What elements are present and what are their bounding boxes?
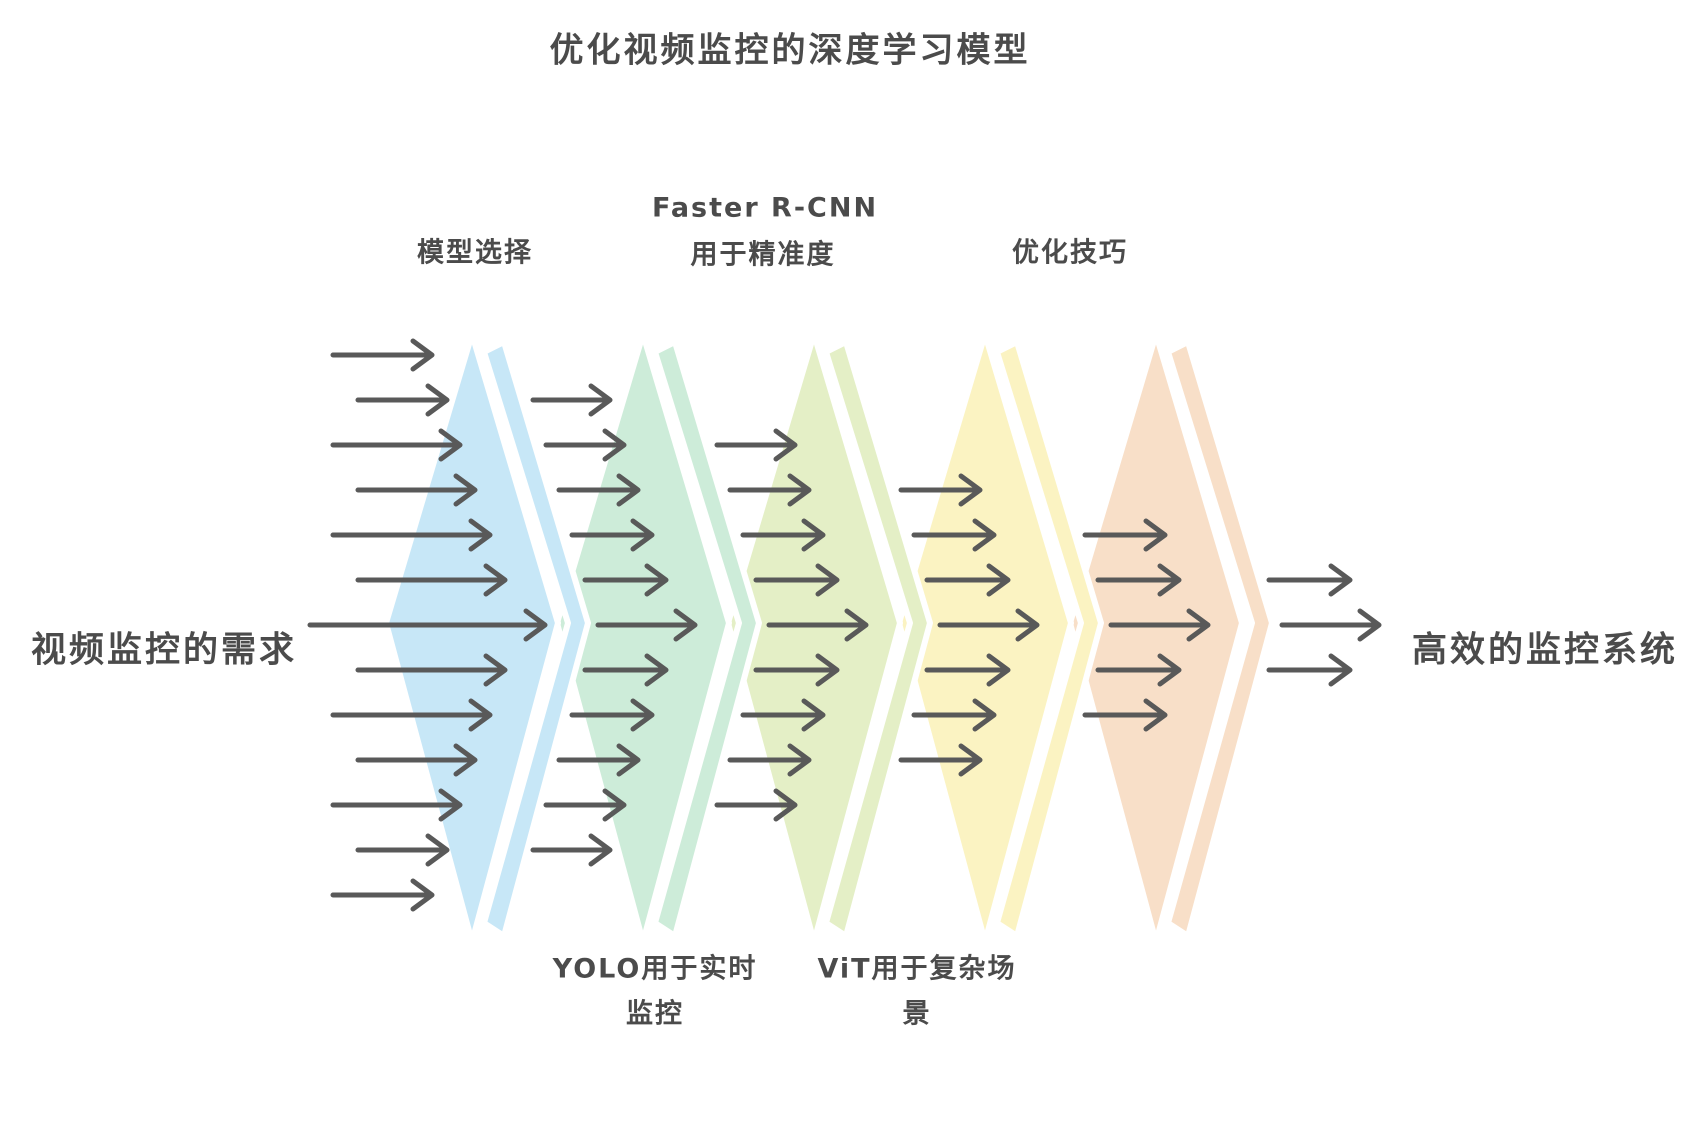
flow-arrow <box>727 473 812 507</box>
input-label: 视频监控的需求 <box>30 630 298 671</box>
arrow-column-3 <box>898 473 1040 777</box>
flow-arrow <box>330 878 435 912</box>
output-label: 高效的监控系统 <box>1411 630 1679 671</box>
diagram-title: 优化视频监控的深度学习模型 <box>549 30 1031 71</box>
flow-arrow <box>355 653 508 687</box>
diamond-body <box>1067 331 1245 945</box>
flow-arrow <box>740 698 826 732</box>
flow-arrow <box>1095 563 1182 597</box>
stage-diamond-1 <box>383 331 591 945</box>
diamond-edge-sliver <box>994 339 1104 939</box>
diamond-body <box>725 331 903 945</box>
flow-arrow <box>530 383 613 417</box>
flow-arrow <box>1082 698 1168 732</box>
arrow-column-2 <box>714 428 869 822</box>
flow-arrow <box>530 833 613 867</box>
flow-arrow <box>740 518 826 552</box>
flow-arrow <box>330 338 435 372</box>
diamond-edge-sliver <box>481 339 591 939</box>
arrow-column-4 <box>1082 518 1211 732</box>
flow-arrow <box>355 743 478 777</box>
annotation-model-selection: 模型选择 <box>417 237 533 269</box>
flow-arrow <box>911 698 997 732</box>
annotation-yolo-line1: YOLO用于实时 <box>552 953 758 985</box>
flow-arrow <box>569 518 655 552</box>
flow-arrow <box>753 653 840 687</box>
arrow-column-1 <box>530 383 698 867</box>
stage-diamond-2 <box>554 331 762 945</box>
flow-arrow <box>330 518 493 552</box>
flow-arrow <box>582 653 669 687</box>
flow-arrow <box>1279 608 1382 642</box>
flow-arrow <box>330 698 493 732</box>
flow-arrow <box>911 518 997 552</box>
stage-diamond-3 <box>725 331 933 945</box>
flow-arrow <box>355 473 478 507</box>
diamond-edge-sliver <box>823 339 933 939</box>
flow-arrow <box>355 563 508 597</box>
diamond-edge-sliver <box>1165 339 1275 939</box>
stage-diamond-4 <box>896 331 1104 945</box>
flow-arrow <box>355 833 450 867</box>
flow-arrow <box>898 473 983 507</box>
diamond-body <box>896 331 1074 945</box>
flow-arrow <box>898 743 983 777</box>
flow-arrow <box>556 473 641 507</box>
flow-arrow <box>1266 653 1353 687</box>
flow-arrow <box>753 563 840 597</box>
flow-arrow <box>307 608 548 642</box>
flow-arrow <box>766 608 869 642</box>
flow-arrow <box>924 653 1011 687</box>
annotation-optimization-tricks: 优化技巧 <box>1012 237 1128 269</box>
flow-arrow <box>1266 563 1353 597</box>
flow-arrow <box>556 743 641 777</box>
flow-arrow <box>937 608 1040 642</box>
annotation-vit-line1: ViT用于复杂场 <box>817 953 1017 985</box>
diamond-edge-sliver <box>652 339 762 939</box>
flow-arrow <box>1082 518 1168 552</box>
annotation-vit-line2: 景 <box>902 998 932 1030</box>
flow-arrow <box>543 428 627 462</box>
flow-arrow <box>330 428 463 462</box>
annotation-yolo-line2: 监控 <box>626 998 684 1030</box>
flow-arrow <box>582 563 669 597</box>
flow-arrow <box>1095 653 1182 687</box>
flow-arrow <box>543 788 627 822</box>
flow-arrow <box>355 383 450 417</box>
stage-diamond-5 <box>1067 331 1275 945</box>
flow-arrow <box>569 698 655 732</box>
flow-arrow <box>714 788 798 822</box>
flow-arrow <box>330 788 463 822</box>
flow-arrow <box>595 608 698 642</box>
annotation-faster-rcnn-line1: Faster R-CNN <box>651 192 879 224</box>
diamond-body <box>554 331 732 945</box>
flow-arrow <box>1108 608 1211 642</box>
flow-arrow <box>924 563 1011 597</box>
flow-arrow <box>714 428 798 462</box>
annotation-faster-rcnn-line2: 用于精准度 <box>690 239 836 271</box>
arrow-column-input <box>307 338 548 912</box>
flow-arrow <box>727 743 812 777</box>
arrow-column-output <box>1266 563 1382 687</box>
